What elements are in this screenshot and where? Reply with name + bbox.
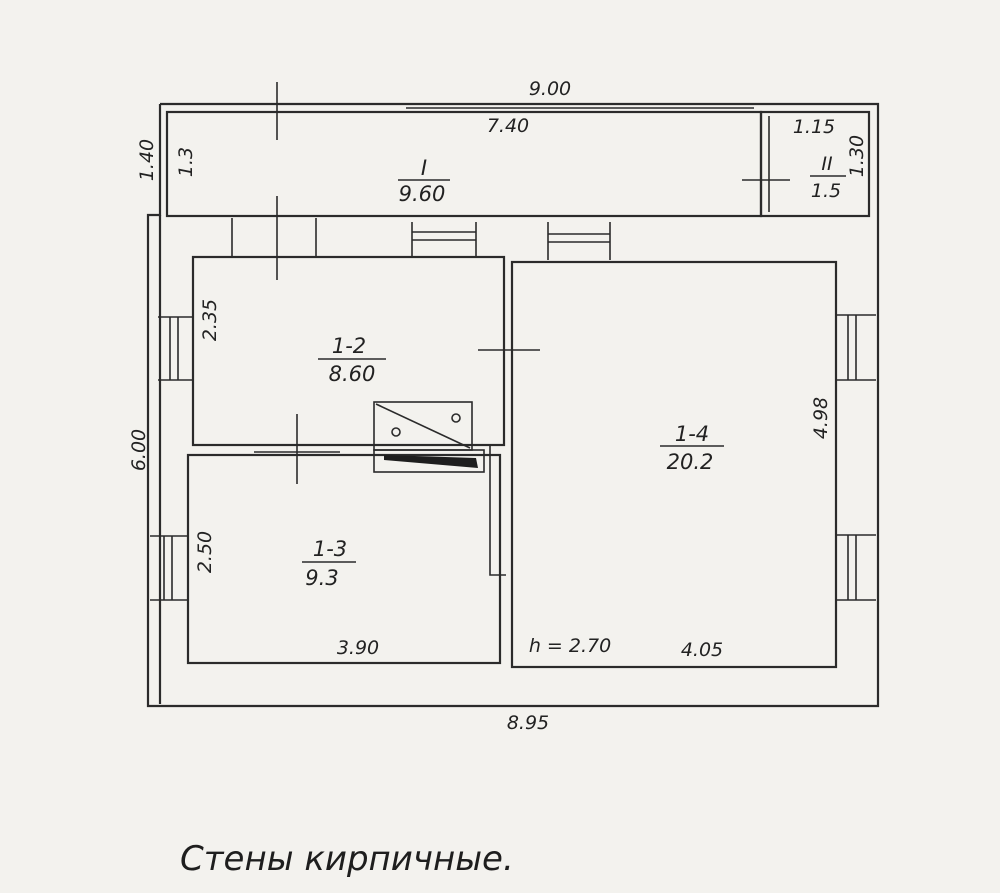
window-right-1 <box>836 314 876 381</box>
ceiling-height: h = 2.70 <box>529 635 611 657</box>
dim-room-large-length: 7.40 <box>487 115 529 137</box>
room-number: I <box>421 156 427 180</box>
stove <box>373 401 485 473</box>
window-right-2 <box>836 534 876 601</box>
dim-room-small-length: 1.15 <box>793 116 835 138</box>
room-number: 1-4 <box>675 422 709 446</box>
dim-left-overall: 6.00 <box>128 429 150 471</box>
windows <box>150 222 876 601</box>
room-label-II: II 1.5 <box>810 153 846 202</box>
room-label-1-3: 1-3 9.3 <box>302 537 356 590</box>
room-number: 1-3 <box>313 537 347 561</box>
room-number: 1-2 <box>332 334 366 358</box>
dim-room-small-height: 1.30 <box>846 135 868 177</box>
dim-bottom-overall: 8.95 <box>507 712 549 734</box>
window-top-1 <box>411 222 477 256</box>
room-label-I: I 9.60 <box>398 156 450 206</box>
outer-walls <box>146 102 880 708</box>
room-area: 1.5 <box>811 180 841 202</box>
interior-rooms <box>186 255 838 669</box>
doors <box>231 82 790 484</box>
room-area: 20.2 <box>667 450 714 474</box>
room-area: 8.60 <box>329 362 376 386</box>
upper-rooms <box>165 107 871 218</box>
dim-room-1-2-height: 2.35 <box>199 299 221 341</box>
dim-room-1-3-height: 2.50 <box>194 531 216 573</box>
dim-room-1-4-height: 4.98 <box>810 397 832 439</box>
dim-room-large-height: 1.3 <box>175 147 197 177</box>
window-left-2 <box>150 535 188 601</box>
window-left-1 <box>158 316 193 381</box>
room-label-1-4: 1-4 20.2 <box>660 422 724 474</box>
dim-room-1-4-width: 4.05 <box>681 639 723 661</box>
dim-left-upper: 1.40 <box>136 139 158 181</box>
room-area: 9.3 <box>305 566 338 590</box>
room-area: 9.60 <box>399 182 446 206</box>
window-top-2 <box>547 222 611 260</box>
room-number: II <box>821 153 833 175</box>
dim-top-overall: 9.00 <box>529 78 571 100</box>
dim-room-1-3-width: 3.90 <box>337 637 379 659</box>
room-label-1-2: 1-2 8.60 <box>318 334 386 386</box>
caption: Стены кирпичные. <box>180 839 514 879</box>
